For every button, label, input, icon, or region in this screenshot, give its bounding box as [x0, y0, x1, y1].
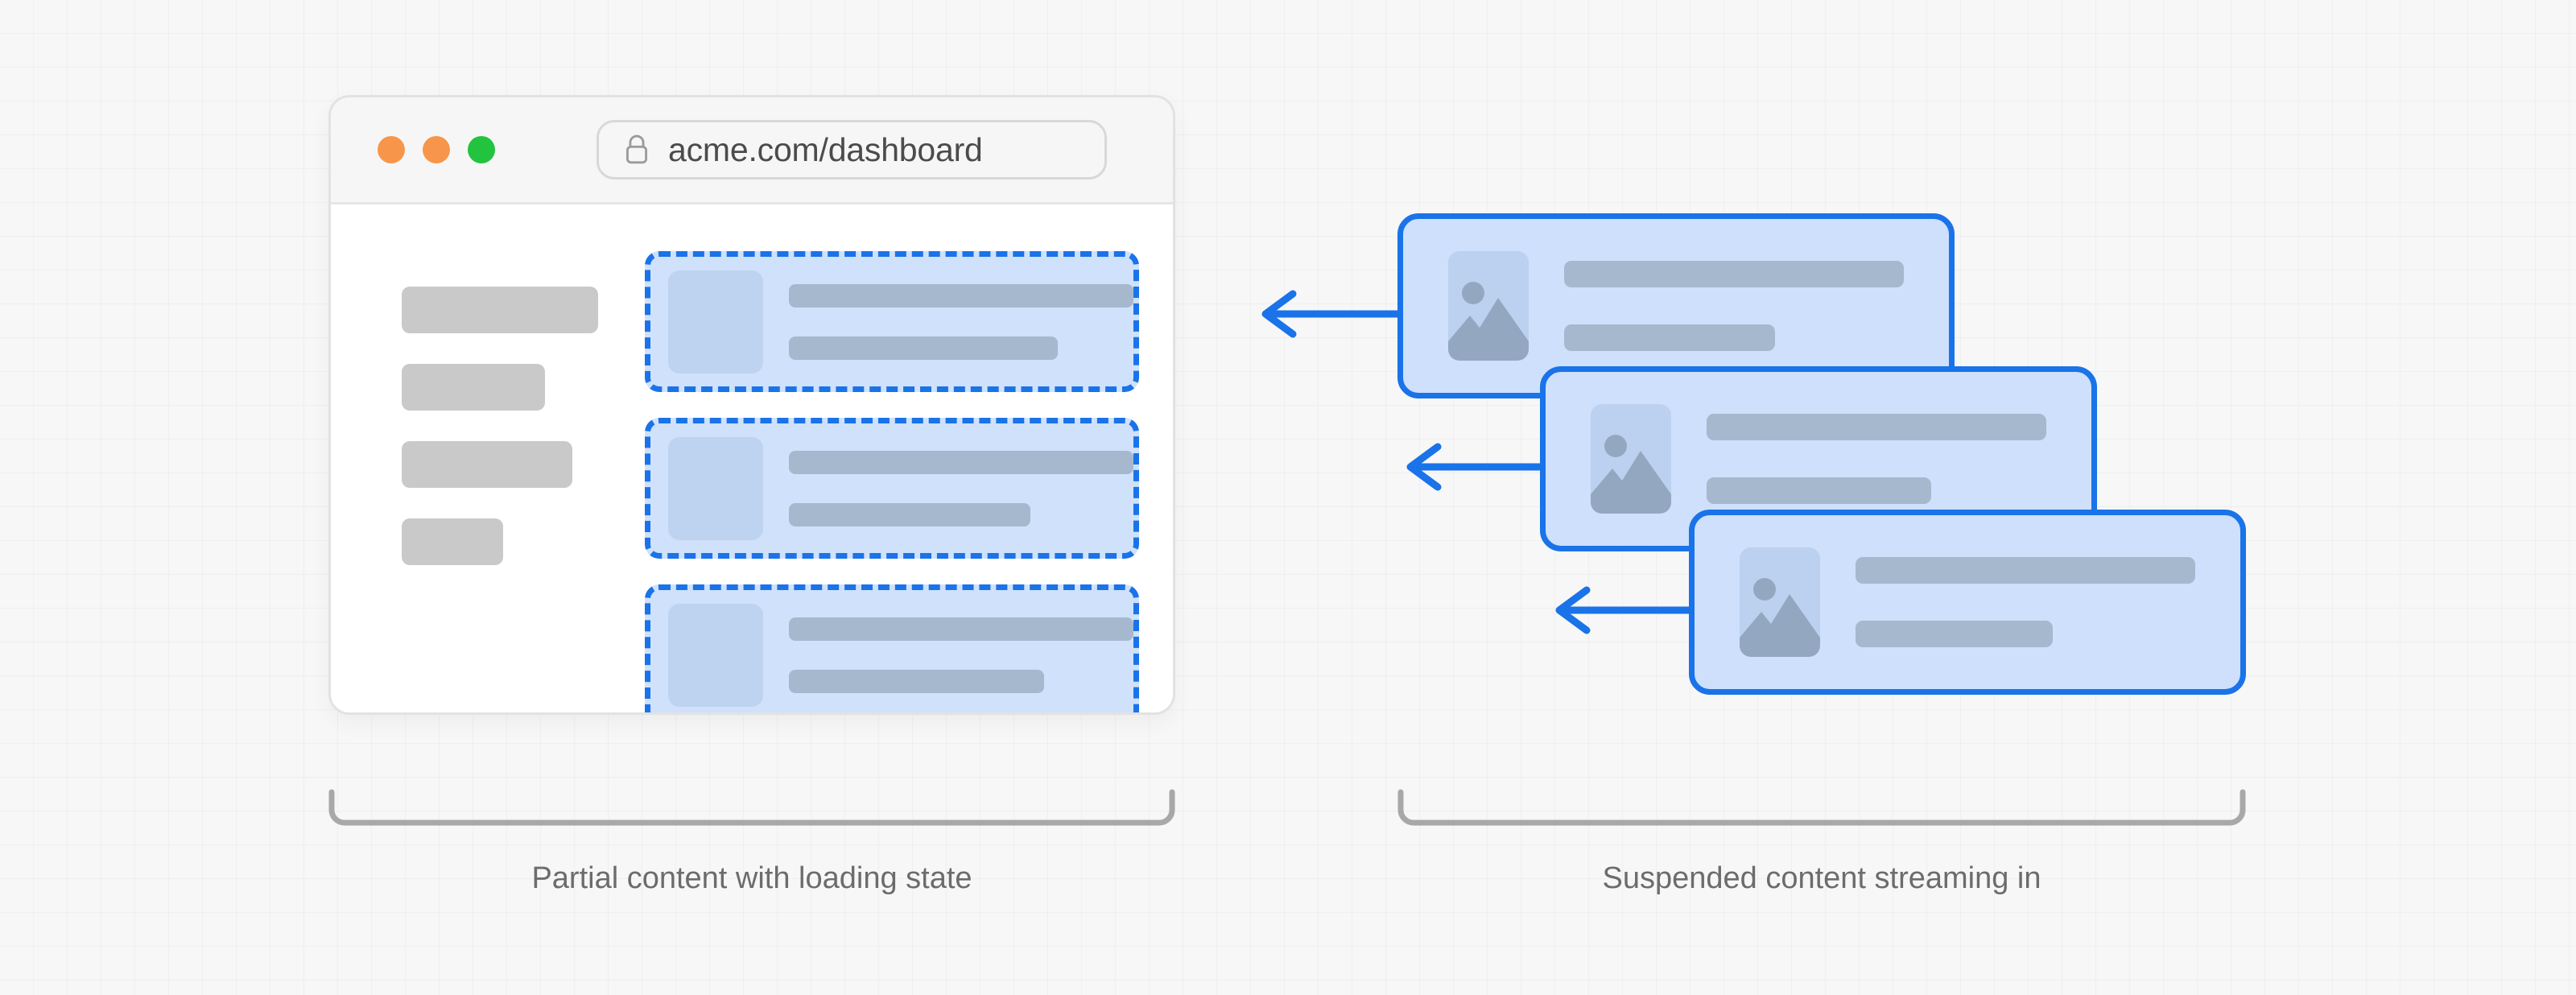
stream-arrow-3 [1555, 586, 1703, 634]
url-text: acme.com/dashboard [668, 130, 983, 168]
text-line [789, 283, 1133, 308]
text-placeholder-lines [1856, 557, 2240, 647]
skeleton-bar [402, 518, 503, 565]
text-line [789, 450, 1133, 474]
loading-card[interactable] [645, 584, 1139, 712]
text-placeholder-lines [789, 450, 1133, 526]
image-placeholder-icon [1740, 547, 1820, 657]
text-line [789, 336, 1058, 360]
text-line [789, 669, 1044, 693]
text-line [1707, 414, 2046, 440]
thumbnail-placeholder [668, 603, 763, 707]
lock-icon [625, 134, 648, 164]
loading-card[interactable] [645, 251, 1139, 392]
skeleton-bar [402, 364, 545, 411]
maximize-button[interactable] [468, 136, 495, 163]
close-button[interactable] [378, 136, 405, 163]
caption-right: Suspended content streaming in [1602, 861, 2041, 895]
minimize-button[interactable] [423, 136, 450, 163]
text-line [789, 617, 1133, 641]
stream-arrow-1 [1261, 290, 1410, 338]
skeleton-bar [402, 287, 598, 333]
loading-content-list [645, 251, 1139, 712]
bracket-left [328, 789, 1175, 826]
caption-left: Partial content with loading state [531, 861, 972, 895]
bracket-right [1397, 789, 2246, 826]
text-placeholder-lines [789, 283, 1133, 360]
text-placeholder-lines [1707, 414, 2091, 504]
streaming-card[interactable] [1689, 510, 2246, 695]
sidebar-skeleton [402, 287, 598, 565]
thumbnail-placeholder [668, 436, 763, 540]
url-bar[interactable]: acme.com/dashboard [597, 120, 1107, 180]
stream-arrow-2 [1406, 443, 1554, 491]
text-placeholder-lines [789, 617, 1133, 693]
browser-content [331, 204, 1173, 712]
text-line [1707, 477, 1931, 504]
browser-window: acme.com/dashboard [328, 95, 1175, 715]
browser-chrome: acme.com/dashboard [331, 97, 1173, 204]
text-line [1564, 324, 1775, 351]
text-placeholder-lines [1564, 261, 1949, 351]
skeleton-bar [402, 441, 572, 488]
image-placeholder-icon [1448, 251, 1529, 361]
loading-card[interactable] [645, 418, 1139, 559]
text-line [1856, 557, 2195, 584]
image-placeholder-icon [1591, 404, 1671, 514]
text-line [1856, 621, 2053, 647]
traffic-lights [378, 136, 495, 163]
thumbnail-placeholder [668, 270, 763, 374]
text-line [1564, 261, 1904, 287]
text-line [789, 502, 1030, 526]
